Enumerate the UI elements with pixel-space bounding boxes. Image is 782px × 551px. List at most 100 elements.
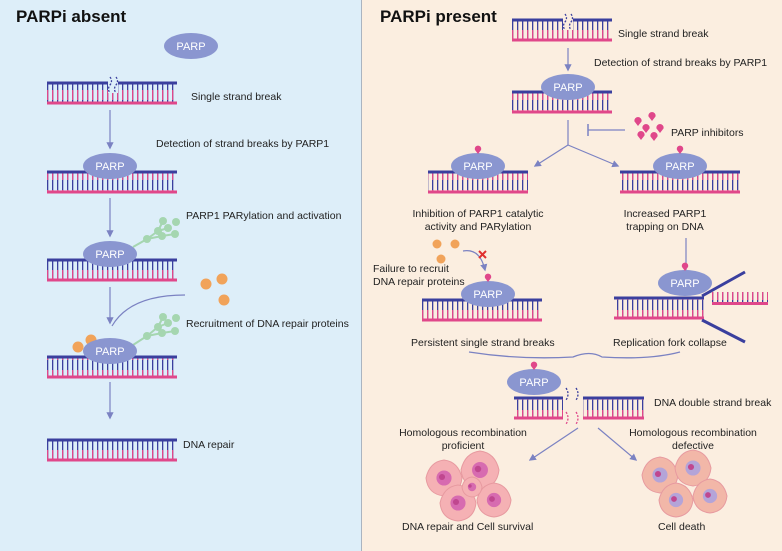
cell-nucleolus: [654, 470, 662, 478]
dna-bottom-strand: [620, 190, 740, 194]
bound-inhibitor-icon: [484, 273, 492, 282]
repair-protein: [200, 278, 212, 290]
free-parp-ellipse: [164, 33, 218, 59]
parp-label: PARP: [519, 377, 548, 389]
cell-nucleolus: [474, 465, 482, 473]
parp-inhibitors-label: PARP inhibitors: [671, 127, 744, 139]
inhibitor-icon: [642, 124, 650, 133]
cell-nucleolus: [438, 473, 446, 481]
par-unit: [154, 323, 162, 331]
trapping-label: Increased PARP1 trapping on DNA: [610, 208, 720, 234]
parp-enzyme: PARP: [541, 74, 595, 100]
parp-ellipse: [653, 153, 707, 179]
dna-bottom-strand: [47, 278, 177, 282]
left-dna-repair-label: DNA repair: [183, 439, 235, 451]
right-detection-label: Detection of strand breaks by PARP1: [594, 57, 768, 69]
parp-ellipse: [451, 153, 505, 179]
right-panel-title: PARPi present: [380, 7, 497, 26]
parp-enzyme: PARP: [653, 145, 707, 179]
dna-base-pairs: [47, 172, 177, 192]
dna-base-pairs: [422, 300, 542, 320]
dna-top-strand: [614, 296, 704, 300]
dna-bottom-strand: [47, 375, 177, 379]
hr-proficient-label: Homologous recombination proficient: [398, 427, 528, 453]
dna-duplex: [47, 438, 177, 462]
dna-base-pairs: [620, 172, 740, 192]
dna-base-pairs: [47, 260, 177, 280]
dying-cell-icon: [641, 456, 679, 494]
parp-ellipse: [541, 74, 595, 100]
repair-protein: [450, 239, 460, 249]
dna-base-pairs: [428, 172, 528, 192]
dsb-gap: [563, 392, 583, 424]
flow-arrow: [597, 427, 638, 461]
dna-bottom-strand: [422, 318, 542, 322]
strand-break-icon: [562, 13, 568, 31]
strand-break-icon: [113, 76, 119, 94]
trapping-label-line2: trapping on DNA: [626, 221, 704, 233]
repair-protein: [218, 294, 230, 306]
par-unit: [164, 224, 172, 232]
inhibition-label-line2: activity and PARylation: [424, 221, 532, 233]
par-unit: [158, 232, 166, 240]
bound-inhibitor-icon: [474, 145, 482, 154]
cell-death-label: Cell death: [658, 521, 706, 533]
dna-bottom-strand: [512, 38, 612, 42]
dna-bottom-strand: [47, 101, 177, 105]
strand-break-gap: [563, 16, 573, 30]
repair-protein: [432, 239, 442, 249]
parp-ellipse: [658, 270, 712, 296]
parp-enzyme: PARP: [83, 153, 137, 179]
inhibitor-icon: [637, 131, 645, 140]
left-parylation-label: PARP1 PARylation and activation: [186, 210, 342, 222]
right-single-strand-break-label: Single strand break: [618, 28, 709, 40]
strand-break-icon: [107, 76, 113, 94]
dsb-bottom-break: [565, 411, 579, 425]
par-unit: [164, 319, 172, 327]
merge-brace: [468, 351, 681, 359]
fork-top-strand: [701, 270, 746, 298]
blocked-x-icon: [478, 250, 487, 259]
hr-defective-label: Homologous recombination defective: [628, 427, 758, 453]
dna-duplex: [614, 296, 704, 320]
repair-protein: [72, 341, 84, 353]
left-single-strand-break-label: Single strand break: [191, 91, 282, 103]
left-panel-title: PARPi absent: [16, 7, 127, 26]
repair-protein: [216, 273, 228, 285]
par-unit: [159, 313, 167, 321]
parp-ellipse: [83, 338, 137, 364]
failure-label-line2: DNA repair proteins: [373, 276, 465, 288]
par-unit: [171, 327, 179, 335]
dna-base-pairs: [512, 92, 612, 112]
hr-defective-line1: Homologous recombination: [629, 427, 757, 439]
dsb-top-break: [565, 387, 579, 401]
inhibition-label-line1: Inhibition of PARP1 catalytic: [412, 208, 544, 220]
parp-label: PARP: [553, 82, 582, 94]
cell-nucleolus: [489, 496, 495, 502]
cell-nucleolus: [452, 498, 460, 506]
hr-proficient-line1: Homologous recombination: [399, 427, 527, 439]
strand-break-icon: [568, 13, 574, 31]
parp-label: PARP: [95, 161, 124, 173]
bound-inhibitor-icon: [681, 262, 689, 271]
par-chain-line: [132, 227, 169, 248]
hr-defective-line2: defective: [671, 440, 715, 452]
dna-bottom-strand: [47, 190, 177, 194]
flow-arrow: [528, 427, 579, 461]
cell-nucleolus: [468, 484, 472, 488]
surviving-cell-icon: [476, 482, 512, 518]
flow-arrow: [567, 144, 620, 168]
dna-bottom-strand: [512, 110, 612, 114]
parp-ellipse: [83, 241, 137, 267]
dna-bottom-strand: [614, 316, 704, 320]
inhibitor-icon: [634, 117, 642, 126]
fork-collapse-label: Replication fork collapse: [613, 337, 727, 349]
parp-label: PARP: [670, 278, 699, 290]
parp-label: PARP: [665, 161, 694, 173]
hr-proficient-line2: proficient: [441, 440, 485, 452]
par-chain-line: [132, 322, 169, 346]
par-unit: [172, 314, 180, 322]
parp-label: PARP: [473, 289, 502, 301]
persistent-breaks-label: Persistent single strand breaks: [411, 337, 555, 349]
dna-base-pairs: [47, 357, 177, 377]
